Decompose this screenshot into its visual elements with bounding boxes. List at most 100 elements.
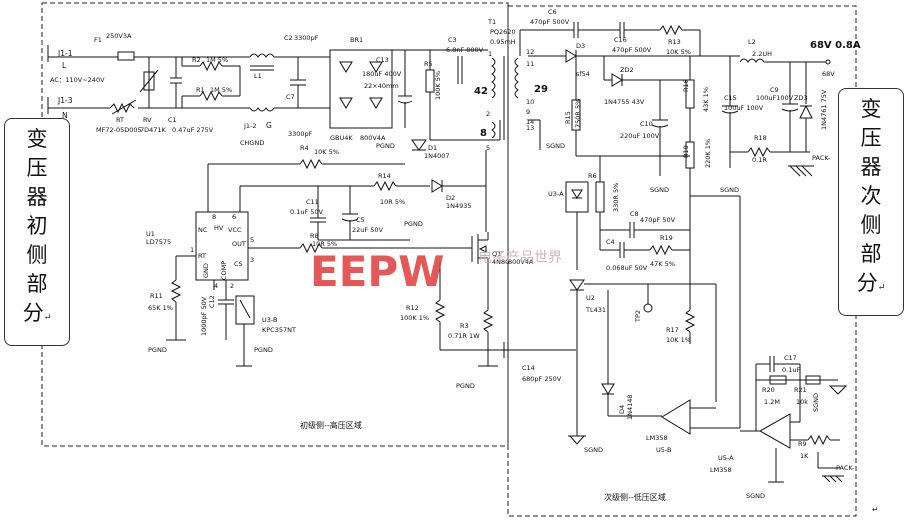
j11-label: J1-1: [57, 49, 73, 58]
c14-ref: C14: [522, 364, 535, 372]
r10-ref: R10: [682, 145, 690, 158]
c9-ref: C9: [770, 86, 779, 94]
u1-pin-num-4: 4: [214, 282, 218, 290]
c8-value: 470pF 50V: [640, 216, 676, 224]
r11-ref: R11: [150, 292, 163, 300]
u1-ref: U1: [146, 230, 155, 238]
c12-value: 1000pF 50V: [200, 296, 208, 336]
c2-value: 3300pF: [294, 34, 319, 42]
u2-ref: U2: [586, 294, 595, 302]
r4-value: 10K 5%: [314, 148, 339, 156]
rv-value: 7D471K: [140, 126, 167, 134]
u1-pin-cs: CS: [234, 260, 243, 268]
g-label: G: [266, 121, 272, 130]
t1-pin-10: 10: [526, 98, 534, 106]
r2-value: 1M 5%: [206, 56, 228, 64]
rt-ref: RT: [116, 116, 124, 124]
secondary-label-char-4: 次: [860, 184, 882, 208]
r12-value: 100K 1%: [400, 314, 429, 322]
r16-value: 43K 1%: [702, 87, 710, 112]
u1-pin-num-3: 3: [250, 256, 254, 264]
r9-ref: R9: [798, 440, 807, 448]
zd2-value: 1N4755 43V: [604, 98, 645, 106]
r19-ref: R19: [660, 234, 673, 242]
sgnd-label-4: SGND: [584, 446, 603, 454]
u5a-part: LM358: [710, 466, 732, 474]
u3a-ref: U3-A: [548, 190, 564, 198]
c7-value: 3300pF: [288, 130, 313, 138]
primary-side-label-box: 变 压 器 初 侧 部 分 ↵: [4, 118, 70, 346]
secondary-output-section: C6 470pF 500V D3 sf54 C16 470pF 500V R13…: [519, 8, 861, 200]
r1-ref: R1: [196, 86, 205, 94]
f1-value: 250V3A: [106, 32, 132, 40]
br1-value: 800V4A: [360, 134, 386, 142]
t1-pin-13: 13: [526, 124, 534, 132]
sgnd-label-1: SGND: [650, 186, 669, 194]
eepw-watermark: EEPW 电子产品世界: [310, 247, 562, 296]
t1-pin-11: 11: [526, 60, 534, 68]
q1-ref: Q1: [492, 250, 501, 258]
r3-ref: R3: [460, 322, 469, 330]
u5a-ref: U5-A: [718, 454, 734, 462]
c13-size: 22×40mm: [364, 82, 399, 90]
r8-ref: R8: [310, 232, 319, 240]
zd2-ref: ZD2: [620, 66, 634, 74]
c1-value: 0.47uF 275V: [172, 126, 214, 134]
secondary-label-char-6: 部: [860, 242, 882, 266]
r15-ref: R15: [564, 111, 572, 124]
r4-ref: R4: [300, 144, 309, 152]
pgnd-label-2: PGND: [404, 220, 423, 228]
t1-inductance: 0.95mH: [490, 38, 516, 46]
c11-value: 0.1uF 50V: [290, 208, 324, 216]
u3b-part: KPC357NT: [262, 326, 296, 334]
r20-value: 1.2M: [764, 398, 780, 406]
u5b-part: LM358: [646, 434, 668, 442]
secondary-label-char-7: 分 ↵: [839, 269, 903, 303]
primary-label-char-2: 压: [26, 156, 48, 180]
c12-ref: C12: [208, 295, 216, 308]
r11-value: 65K 1%: [148, 304, 173, 312]
d3-value: sf54: [576, 70, 590, 78]
output-label: 68V: [822, 70, 835, 78]
u1-pin-num-1: 1: [190, 246, 194, 254]
c17-ref: C17: [784, 354, 797, 362]
c13-ref: C13: [376, 56, 389, 64]
r10-value: 220K 1%: [704, 139, 712, 168]
t1-pin-14: 14: [526, 118, 534, 126]
c10-value: 220uF 100V: [620, 132, 660, 140]
watermark-cn: 电子产品世界: [478, 250, 562, 266]
line-label: L: [62, 61, 67, 70]
r13-ref: R13: [668, 38, 681, 46]
primary-label-char-3: 器: [26, 185, 48, 209]
c5-ref: C5: [356, 216, 365, 224]
pgnd-label-4: PGND: [254, 346, 273, 354]
r2-ref: R2: [192, 56, 201, 64]
u3b-ref: U3-B: [262, 316, 277, 324]
input-section: J1-1 L J1-3 N AC：110V~240V F1 250V3A RT …: [47, 32, 500, 160]
br1-ref: BR1: [350, 36, 363, 44]
zd3-ref: ZD3: [794, 94, 808, 102]
secondary-region-label: 次级侧--低压区域: [604, 492, 666, 502]
r5-ref: R5: [424, 60, 433, 68]
t1-pin-2: 2: [486, 110, 490, 118]
d2-value: 1N4935: [446, 202, 472, 210]
r3-value: 0.71R 1W: [448, 332, 480, 340]
zd3-value: 1N4761 75V: [820, 89, 828, 130]
t1-ref: T1: [487, 18, 496, 26]
u1-pin-num-8: 8: [212, 213, 216, 221]
l2-ref: L2: [748, 38, 756, 46]
c4-ref: C4: [606, 238, 615, 246]
c7-ref: C7: [286, 93, 295, 101]
j12-label: J1-2: [243, 122, 257, 130]
d4-value: 1N4148: [626, 394, 634, 420]
t1-pin-12: 12: [526, 48, 534, 56]
d2-ref: D2: [446, 194, 455, 202]
pack-label-2: PACK-: [836, 464, 855, 472]
secondary-side-label-box: 变 压 器 次 侧 部 分 ↵: [838, 88, 904, 316]
primary-label-char-6: 部: [26, 272, 48, 296]
u1-pin-gnd: GND: [202, 263, 210, 278]
primary-label-char-5: 侧: [26, 243, 48, 267]
secondary-label-char-5: 侧: [860, 213, 882, 237]
pack-label-1: PACK-: [812, 154, 831, 162]
